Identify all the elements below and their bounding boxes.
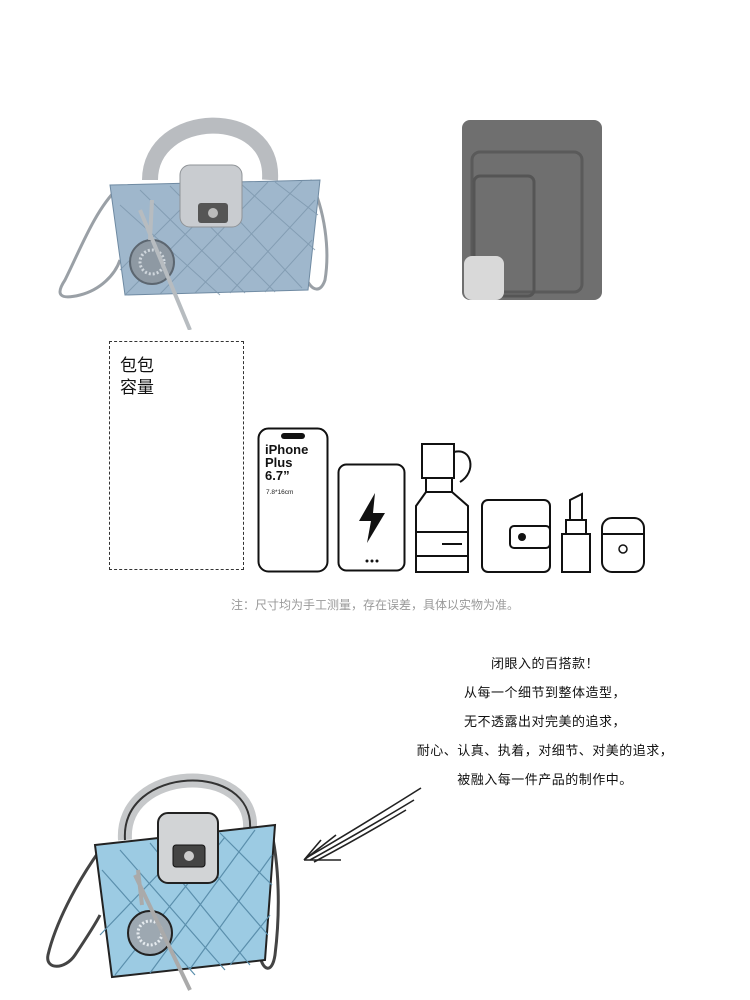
charm xyxy=(127,910,173,956)
capacity-label-line1: 包包 xyxy=(120,356,154,376)
earbuds-case-icon xyxy=(601,517,645,573)
phone-size-label: 7.8*16cm xyxy=(266,489,294,496)
measurement-note: 注：尺寸均为手工测量，存在误差，具体以实物为准。 xyxy=(230,598,519,612)
slogan-line: 从每一个细节到整体造型， xyxy=(463,686,626,701)
bottle-icon xyxy=(415,443,472,573)
chain-strap xyxy=(58,179,329,299)
slogan-line: 耐心、认真、执着，对细节、对美的追求， xyxy=(416,744,674,759)
capacity-label-line2: 容量 xyxy=(120,378,154,398)
slogan-line: 被融入每一件产品的制作中。 xyxy=(457,773,633,788)
phone-model-label: iPhone Plus 6.7” xyxy=(265,442,309,483)
ipad-illustration xyxy=(462,120,602,300)
bag-handle xyxy=(142,117,279,181)
lipstick-icon xyxy=(561,492,591,573)
chain-strap xyxy=(46,824,280,970)
slogan-line: 无不透露出对完美的追求， xyxy=(463,715,626,730)
power-bank-icon xyxy=(337,463,406,572)
slogan-line: 闭眼入的百搭款！ xyxy=(490,657,599,672)
capacity-box xyxy=(109,341,244,570)
phone-icon xyxy=(257,427,329,573)
sketch-arrow-icon xyxy=(303,787,422,863)
bag-product-photo xyxy=(58,117,329,330)
wallet-icon xyxy=(481,499,551,573)
bag-illustration xyxy=(46,773,280,991)
slogan-text: 闭眼入的百搭款！ 从每一个细节到整体造型， 无不透露出对完美的追求， 耐心、认真… xyxy=(370,650,720,795)
capacity-label: 包包 容量 xyxy=(120,355,154,399)
